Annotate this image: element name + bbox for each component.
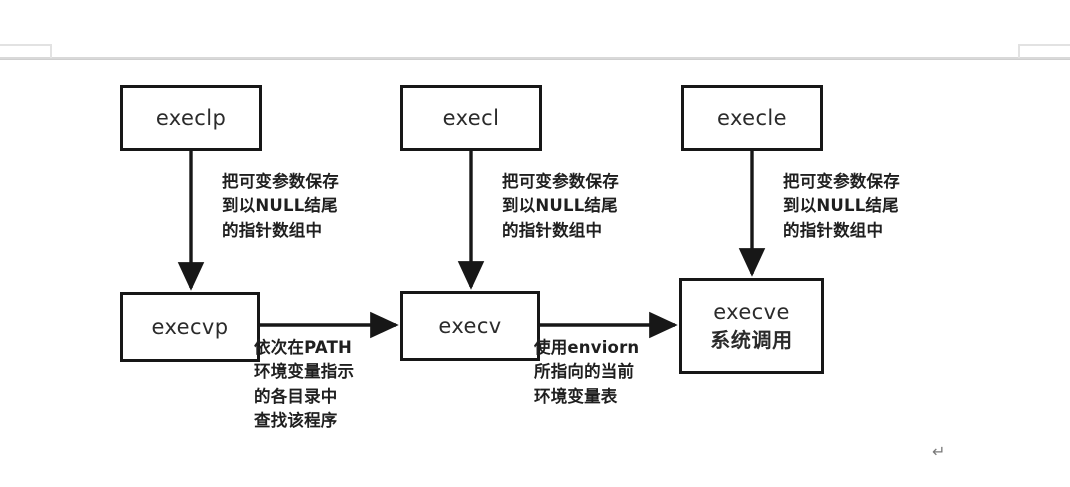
node-execl-label: execl (442, 105, 500, 130)
node-execlp[interactable]: execlp (120, 85, 262, 151)
edge-caption-execvp-to-execv: 依次在PATH 环境变量指示 的各目录中 查找该程序 (254, 338, 355, 431)
node-execve[interactable]: execve 系统调用 (679, 278, 824, 374)
node-execvp[interactable]: execvp (120, 292, 260, 362)
page-margin-corner-left (0, 44, 52, 58)
node-execve-sublabel: 系统调用 (710, 327, 793, 352)
node-execv[interactable]: execv (400, 291, 540, 361)
edge-caption-execl-to-execv: 把可变参数保存 到以NULL结尾 的指针数组中 (502, 172, 619, 240)
page-margin-corner-right (1018, 44, 1070, 58)
paragraph-return-mark: ↵ (932, 442, 946, 461)
page-margin-rule (0, 57, 1070, 60)
node-execl[interactable]: execl (400, 85, 542, 151)
node-execve-label: execve (713, 300, 790, 325)
node-execlp-label: execlp (155, 105, 227, 130)
edge-caption-execv-to-execve: 使用enviorn 所指向的当前 环境变量表 (534, 338, 640, 406)
edge-caption-execle-to-execve: 把可变参数保存 到以NULL结尾 的指针数组中 (783, 172, 900, 240)
edge-caption-execlp-to-execvp: 把可变参数保存 到以NULL结尾 的指针数组中 (222, 172, 339, 240)
node-execle[interactable]: execle (681, 85, 823, 151)
node-execle-label: execle (717, 105, 787, 130)
node-execv-label: execv (438, 313, 502, 338)
node-execvp-label: execvp (151, 314, 229, 339)
